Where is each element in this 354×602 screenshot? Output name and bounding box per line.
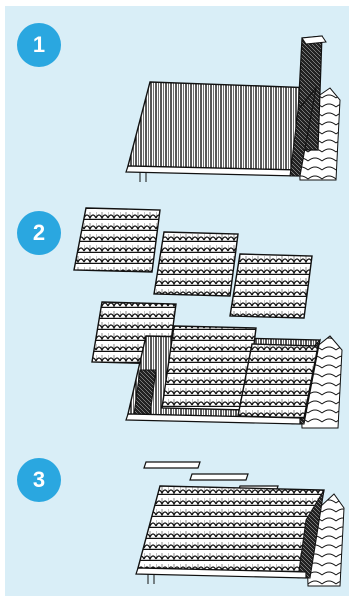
step-2-house [126, 326, 342, 428]
step-1-house [126, 36, 340, 182]
step-3-house [136, 462, 344, 586]
